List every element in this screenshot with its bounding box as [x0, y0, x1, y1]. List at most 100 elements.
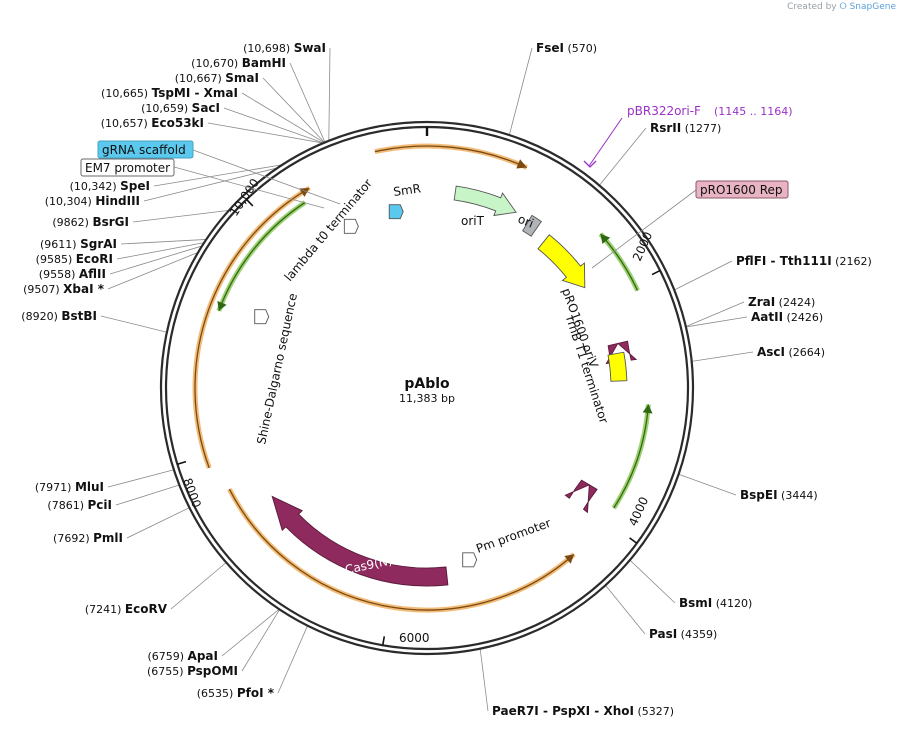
boxed-label-grna-scaffold: gRNA scaffold	[97, 140, 341, 205]
site-position: (3444)	[778, 489, 818, 502]
site-leader	[221, 608, 280, 657]
ruler-label-6000: 6000	[399, 631, 430, 645]
site-bstbi: (8920) BstBI	[21, 309, 97, 323]
site-text-aatii: AatII (2426)	[751, 310, 823, 324]
site-leader	[223, 107, 324, 144]
grna-box	[97, 140, 194, 159]
credit-prefix: Created by	[787, 2, 837, 12]
site-text-fsei: FseI (570)	[536, 41, 597, 55]
site-pspomi: (6755) PspOMI	[147, 664, 238, 678]
site-leader	[691, 351, 754, 362]
site-text-pflfi-tth111i: PflFI - Tth111I (2162)	[736, 254, 872, 268]
site-text-ecorv: (7241) EcoRV	[85, 602, 168, 616]
site-name: SwaI	[294, 41, 326, 55]
site-leader	[629, 559, 676, 604]
site-leader	[153, 164, 283, 187]
site-position: (5327)	[634, 705, 674, 718]
feature-smr: SmR	[392, 181, 517, 217]
site-hindiii: (10,304) HindIII	[45, 194, 140, 208]
site-position: (10,304)	[45, 195, 96, 208]
ruler-tick-8000	[177, 460, 187, 466]
ruler-tick-2000	[651, 269, 661, 276]
site-position: (9507)	[23, 283, 63, 296]
restriction-site-labels: (10,698) SwaI(10,670) BamHI(10,667) SmaI…	[21, 41, 871, 718]
site-tspmi-xmai: (10,665) TspMI - XmaI	[101, 86, 238, 100]
site-text-swai: (10,698) SwaI	[243, 41, 326, 55]
site-position: (9611)	[40, 238, 80, 251]
pro1600-rep-label: pRO1600 Rep	[700, 183, 783, 197]
site-leader-lines	[100, 47, 754, 712]
site-leader	[207, 122, 324, 144]
site-pcii: (7861) PciI	[47, 498, 112, 512]
em7-box	[80, 158, 175, 177]
feature-rrnb-t1-terminator: rrnB T1 terminator	[563, 315, 628, 425]
boxed-label-pro1600-rep: pRO1600 Rep	[591, 180, 789, 269]
site-leader	[126, 507, 190, 539]
site-position: (9862)	[52, 216, 92, 229]
site-name: ZraI	[748, 295, 775, 309]
grna-leader	[192, 149, 341, 205]
site-name: PflFI - Tth111I	[736, 254, 832, 268]
site-leader	[241, 92, 325, 143]
site-position: (9585)	[36, 253, 76, 266]
site-apai: (6759) ApaI	[147, 649, 218, 663]
site-name: FseI	[536, 41, 564, 55]
site-position: (7692)	[53, 532, 93, 545]
site-name: PmlI	[93, 531, 123, 545]
site-name: BsrGI	[92, 215, 129, 229]
site-text-sgrai: (9611) SgrAI	[40, 237, 117, 251]
ruler-label-10000: 10,000	[227, 176, 262, 219]
site-text-spei: (10,342) SpeI	[70, 179, 150, 193]
orf-arc-1	[598, 232, 640, 292]
site-position: (10,342)	[70, 180, 121, 193]
site-text-apai: (6759) ApaI	[147, 649, 218, 663]
feature-label-xyls: XylS	[588, 437, 610, 466]
site-swai: (10,698) SwaI	[243, 41, 326, 55]
site-name: BstBI	[61, 309, 97, 323]
site-position: (7861)	[47, 499, 87, 512]
orf-arrowhead-icon	[516, 159, 527, 169]
feature-grna-scaffold	[388, 204, 404, 220]
site-xbai: (9507) XbaI *	[23, 282, 105, 296]
site-leader	[599, 127, 647, 186]
site-leader	[132, 209, 230, 223]
orf-arc-3	[227, 488, 576, 613]
site-bsmi: BsmI (4120)	[679, 596, 752, 610]
site-name: EcoRV	[125, 602, 168, 616]
feature-xyls: XylS	[564, 437, 610, 514]
primer-leader	[588, 117, 623, 167]
site-name: BamHI	[242, 56, 286, 70]
em7-label: EM7 promoter	[85, 161, 170, 175]
site-text-xbai: (9507) XbaI *	[23, 282, 105, 296]
orf-arc-2	[611, 404, 653, 510]
site-smai: (10,667) SmaI	[175, 71, 259, 85]
orf-arrowhead-icon	[564, 554, 575, 564]
boxed-label-em7: EM7 promoter	[80, 158, 325, 209]
site-text-mlui: (7971) MluI	[35, 480, 104, 494]
site-leader	[508, 47, 533, 136]
site-paer7i-pspxi-xhoi: PaeR7I - PspXI - XhoI (5327)	[492, 704, 674, 718]
site-name: MluI	[75, 480, 104, 494]
site-position: (6759)	[147, 650, 187, 663]
feature-pm-promoter: Pm promoter	[462, 516, 553, 568]
ruler-tick-10000	[245, 198, 254, 207]
primer-name: pBR322ori-F	[627, 104, 701, 118]
site-leader	[170, 562, 227, 610]
snapgene-logo-icon: ⭘	[839, 2, 847, 12]
site-leader	[120, 239, 207, 245]
site-pfoi: (6535) PfoI *	[197, 686, 275, 700]
orf-arrowhead-icon	[600, 233, 611, 244]
site-asci: AscI (2664)	[757, 345, 825, 359]
orf-arc-0	[374, 143, 528, 170]
site-text-bstbi: (8920) BstBI	[21, 309, 97, 323]
feature-label-lambda-t0-terminator: lambda t0 terminator	[282, 176, 375, 284]
site-eco53ki: (10,657) Eco53kI	[101, 116, 204, 130]
site-position: (10,667)	[175, 72, 226, 85]
site-pflfi-tth111i: PflFI - Tth111I (2162)	[736, 254, 872, 268]
site-leader	[115, 484, 180, 506]
primer-arrow-icon	[583, 160, 597, 168]
site-text-bsmi: BsmI (4120)	[679, 596, 752, 610]
orf-arcs	[192, 143, 653, 613]
site-text-rsrii: RsrII (1277)	[650, 121, 721, 135]
feature-label-pm-promoter: Pm promoter	[474, 516, 553, 556]
